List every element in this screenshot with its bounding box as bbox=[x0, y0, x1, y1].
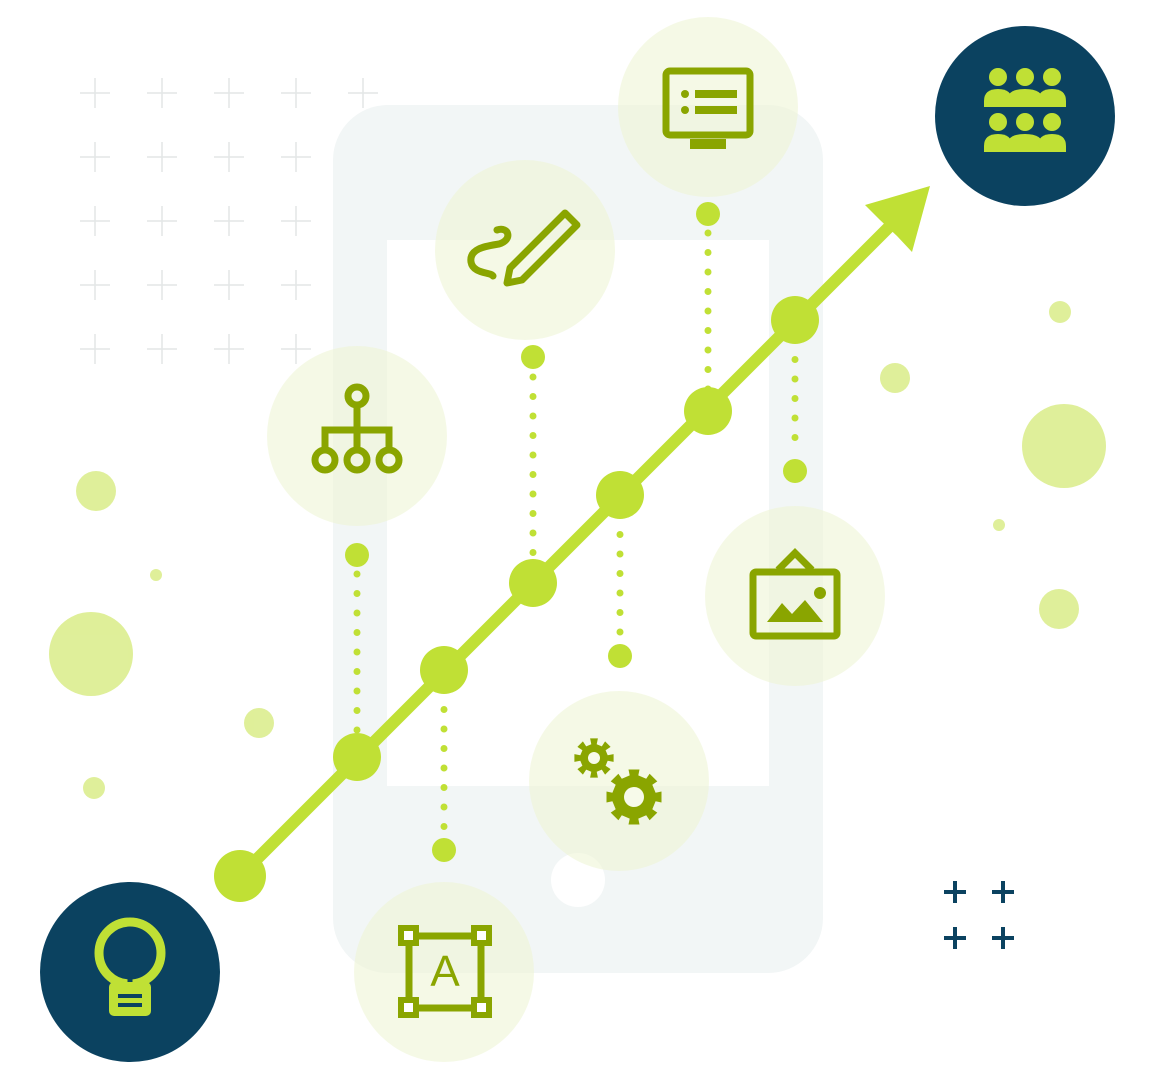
text-box-letter: A bbox=[430, 947, 460, 996]
grid-plus bbox=[80, 206, 110, 236]
gears-icon bbox=[574, 738, 662, 825]
grid-plus bbox=[147, 206, 177, 236]
grid-plus bbox=[80, 270, 110, 300]
picture-icon bbox=[749, 548, 841, 640]
lightbulb-icon bbox=[94, 917, 166, 1016]
grid-plus bbox=[147, 142, 177, 172]
pencil-icon bbox=[467, 209, 581, 287]
lightbulb-badge bbox=[40, 882, 220, 1062]
monitor-icon bbox=[662, 67, 754, 149]
team-badge bbox=[935, 26, 1115, 206]
hierarchy-icon bbox=[311, 383, 403, 474]
decorative-bubbles bbox=[49, 301, 1106, 799]
grid-plus bbox=[214, 270, 244, 300]
grid-plus bbox=[80, 334, 110, 364]
grid-plus bbox=[147, 78, 177, 108]
grid-plus bbox=[281, 142, 311, 172]
grid-plus bbox=[214, 206, 244, 236]
arrow-head-icon bbox=[865, 186, 930, 252]
grid-plus bbox=[214, 334, 244, 364]
grid-plus bbox=[214, 78, 244, 108]
plus-marks bbox=[944, 881, 1014, 949]
team-icon bbox=[984, 68, 1066, 152]
grid-plus bbox=[281, 206, 311, 236]
grid-plus bbox=[214, 142, 244, 172]
grid-plus bbox=[281, 78, 311, 108]
grid-plus bbox=[348, 78, 378, 108]
growth-arrow bbox=[214, 186, 930, 902]
text-box-icon: A bbox=[398, 925, 492, 1018]
grid-plus bbox=[281, 334, 311, 364]
grid-plus bbox=[147, 270, 177, 300]
grid-plus bbox=[147, 334, 177, 364]
milestone-nodes bbox=[333, 296, 819, 781]
grid-plus bbox=[80, 142, 110, 172]
grid-plus bbox=[281, 270, 311, 300]
grid-plus bbox=[80, 78, 110, 108]
dotted-connectors bbox=[345, 202, 807, 862]
